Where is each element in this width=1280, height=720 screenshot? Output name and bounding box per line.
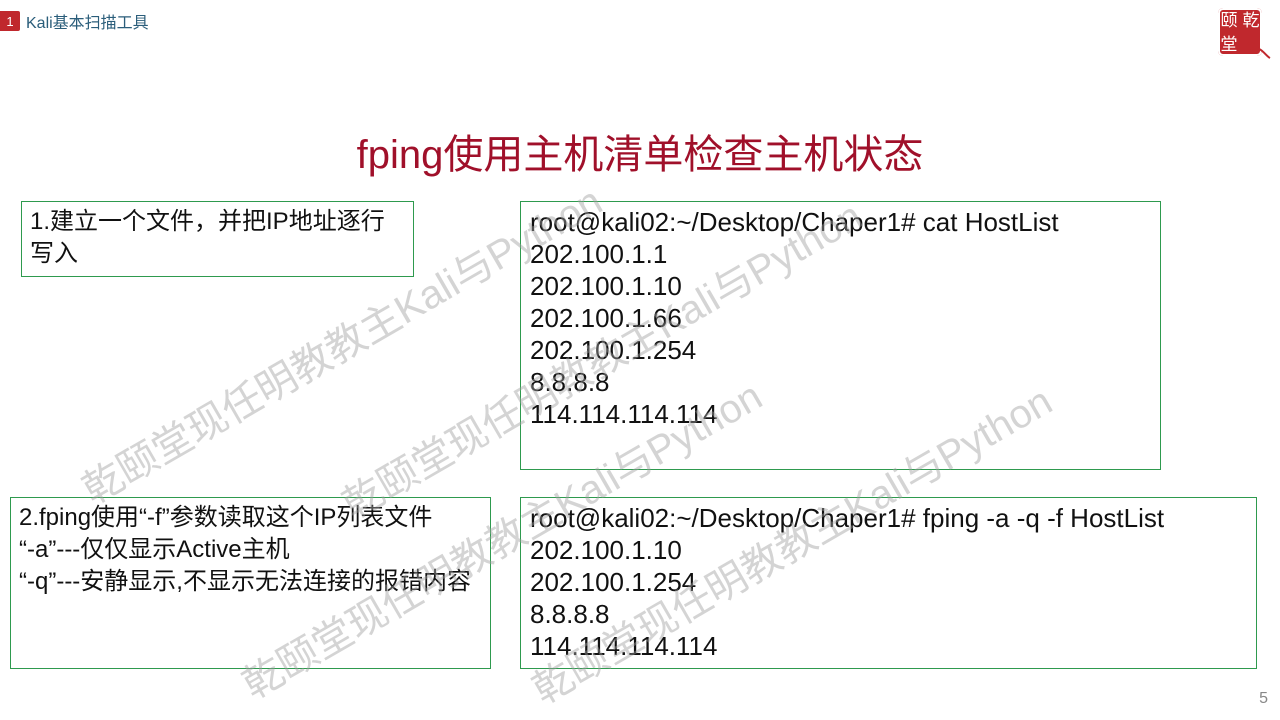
logo-char: 乾 xyxy=(1242,10,1260,30)
terminal-output-line: 202.100.1.66 xyxy=(530,303,682,333)
terminal-output-line: 202.100.1.10 xyxy=(530,535,682,565)
step1-box: 1.建立一个文件，并把IP地址逐行写入 xyxy=(21,201,414,277)
logo-char: 颐 xyxy=(1220,10,1238,30)
terminal-output-line: 114.114.114.114 xyxy=(530,399,718,429)
section-title: Kali基本扫描工具 xyxy=(26,15,149,32)
fping-output-box: root@kali02:~/Desktop/Chaper1# fping -a … xyxy=(520,497,1257,669)
hostlist-output-box: root@kali02:~/Desktop/Chaper1# cat HostL… xyxy=(520,201,1161,470)
terminal-output-line: 202.100.1.254 xyxy=(530,335,697,365)
terminal-output-line: 114.114.114.114 xyxy=(530,631,718,661)
terminal-output-line: 202.100.1.254 xyxy=(530,567,697,597)
logo-flourish-icon xyxy=(1247,42,1271,59)
terminal-output-line: 8.8.8.8 xyxy=(530,367,610,397)
terminal-output-line: 202.100.1.1 xyxy=(530,239,668,269)
section-header: 1 Kali基本扫描工具 xyxy=(0,10,149,32)
terminal-command: root@kali02:~/Desktop/Chaper1# fping -a … xyxy=(530,503,1165,533)
page-number: 5 xyxy=(1259,690,1268,707)
step1-text: 1.建立一个文件，并把IP地址逐行写入 xyxy=(30,208,385,267)
option-a-text: “-a”---仅仅显示Active主机 xyxy=(19,536,290,563)
logo-seal: 颐 乾 堂 xyxy=(1218,8,1262,56)
section-number-badge: 1 xyxy=(0,11,20,31)
step2-box: 2.fping使用“-f”参数读取这个IP列表文件 “-a”---仅仅显示Act… xyxy=(10,497,491,669)
option-q-text: “-q”---安静显示,不显示无法连接的报错内容 xyxy=(19,568,471,595)
terminal-output-line: 8.8.8.8 xyxy=(530,599,610,629)
logo-char: 堂 xyxy=(1220,34,1238,54)
step2-text: 2.fping使用“-f”参数读取这个IP列表文件 xyxy=(19,504,433,531)
terminal-output-line: 202.100.1.10 xyxy=(530,271,682,301)
slide-title: fping使用主机清单检查主机状态 xyxy=(356,133,924,177)
terminal-command: root@kali02:~/Desktop/Chaper1# cat HostL… xyxy=(530,207,1059,237)
